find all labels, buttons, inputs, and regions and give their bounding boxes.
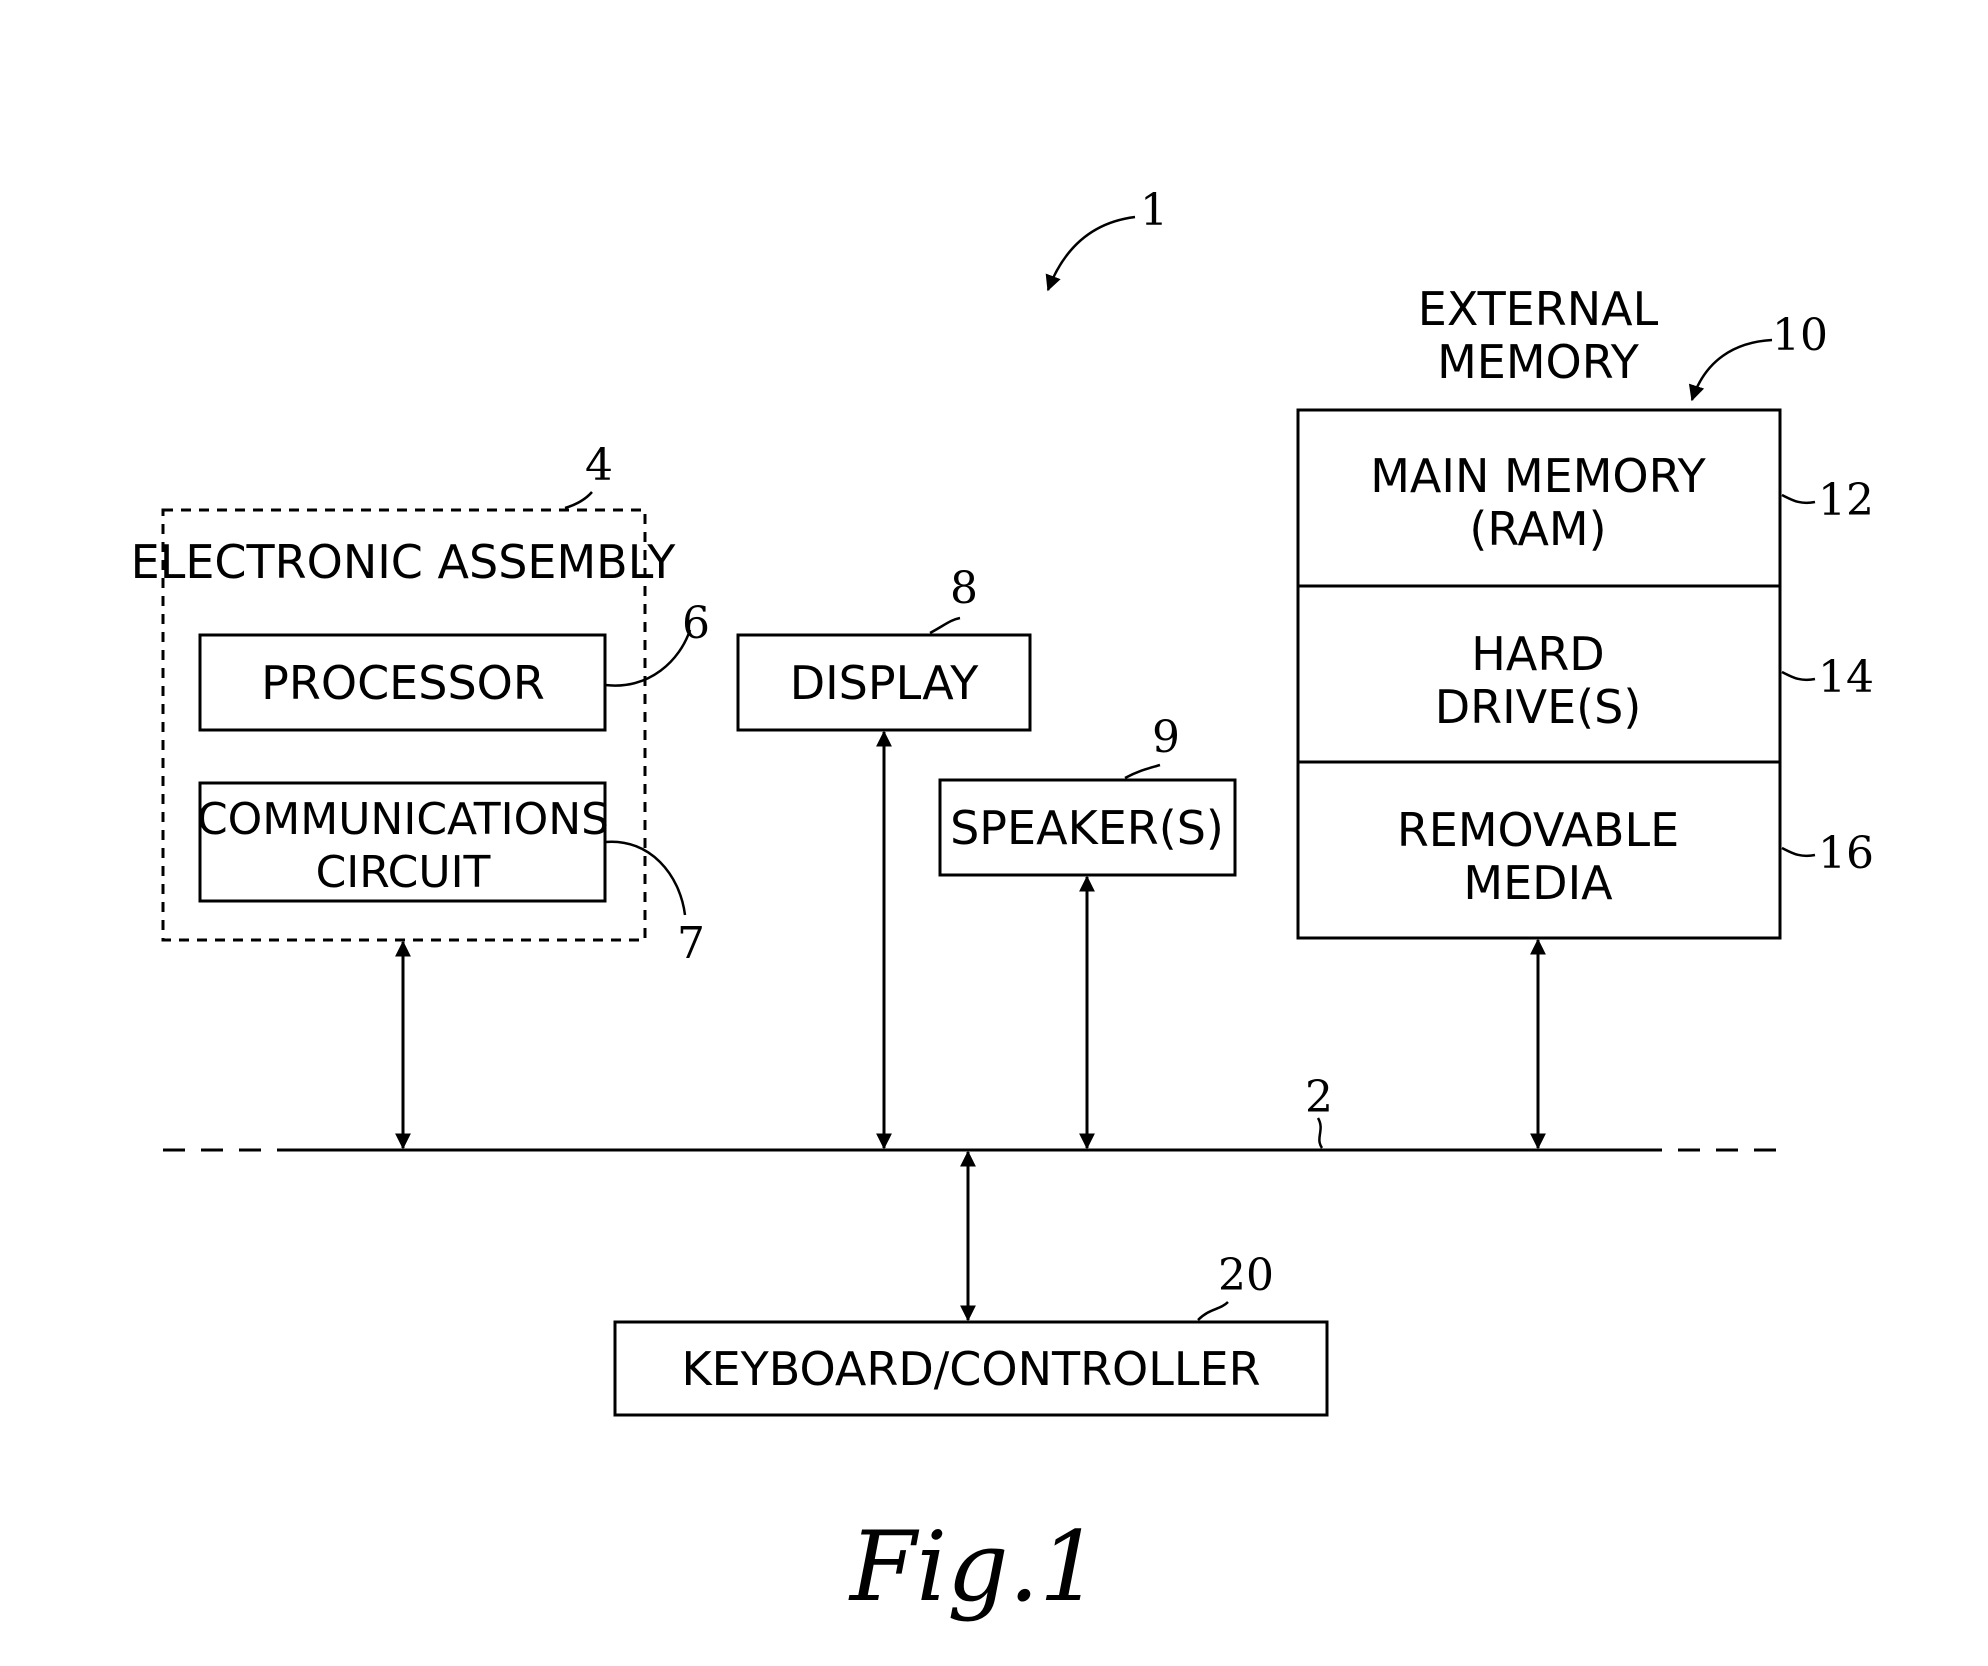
ref-bus: 2 [1305, 1072, 1333, 1123]
ref-assembly: 4 [585, 440, 613, 491]
ref-removable: 16 [1818, 828, 1874, 879]
electronic-assembly-label: ELECTRONIC ASSEMBLY [131, 535, 677, 589]
system-bus: 2 [163, 1072, 1785, 1150]
ref-speaker: 9 [1152, 712, 1180, 763]
hard-drive-label-2: DRIVE(S) [1435, 680, 1642, 734]
system-ref: 1 [1048, 185, 1168, 290]
figure-caption: Fig.1 [848, 1511, 1100, 1623]
ref-comm: 7 [677, 918, 705, 969]
ref-hard-drive: 14 [1818, 652, 1874, 703]
ref-main-memory: 12 [1818, 475, 1874, 526]
ref-processor: 6 [682, 598, 710, 649]
keyboard-label: KEYBOARD/CONTROLLER [681, 1342, 1260, 1396]
speaker-block: SPEAKER(S) 9 [940, 712, 1235, 875]
main-memory-label-1: MAIN MEMORY [1370, 449, 1706, 503]
comm-circuit-label-2: CIRCUIT [316, 847, 491, 898]
hard-drive-label-1: HARD [1471, 627, 1604, 681]
speaker-label: SPEAKER(S) [950, 801, 1224, 855]
ref-display: 8 [950, 563, 978, 614]
main-memory-label-2: (RAM) [1469, 502, 1606, 556]
external-memory-label-2: MEMORY [1437, 335, 1640, 389]
keyboard-block: KEYBOARD/CONTROLLER 20 [615, 1250, 1327, 1415]
ref-external: 10 [1772, 310, 1828, 361]
external-memory: EXTERNAL MEMORY 10 MAIN MEMORY (RAM) HAR… [1298, 282, 1874, 938]
processor-block: PROCESSOR 6 [200, 598, 710, 730]
comm-circuit-label-1: COMMUNICATIONS [197, 794, 609, 845]
ref-system: 1 [1140, 185, 1168, 236]
ref-keyboard: 20 [1218, 1250, 1274, 1301]
display-block: DISPLAY 8 [738, 563, 1030, 730]
processor-label: PROCESSOR [261, 656, 545, 710]
removable-label-2: MEDIA [1463, 856, 1613, 910]
external-memory-label-1: EXTERNAL [1418, 282, 1659, 336]
display-label: DISPLAY [790, 656, 980, 710]
removable-label-1: REMOVABLE [1397, 803, 1679, 857]
